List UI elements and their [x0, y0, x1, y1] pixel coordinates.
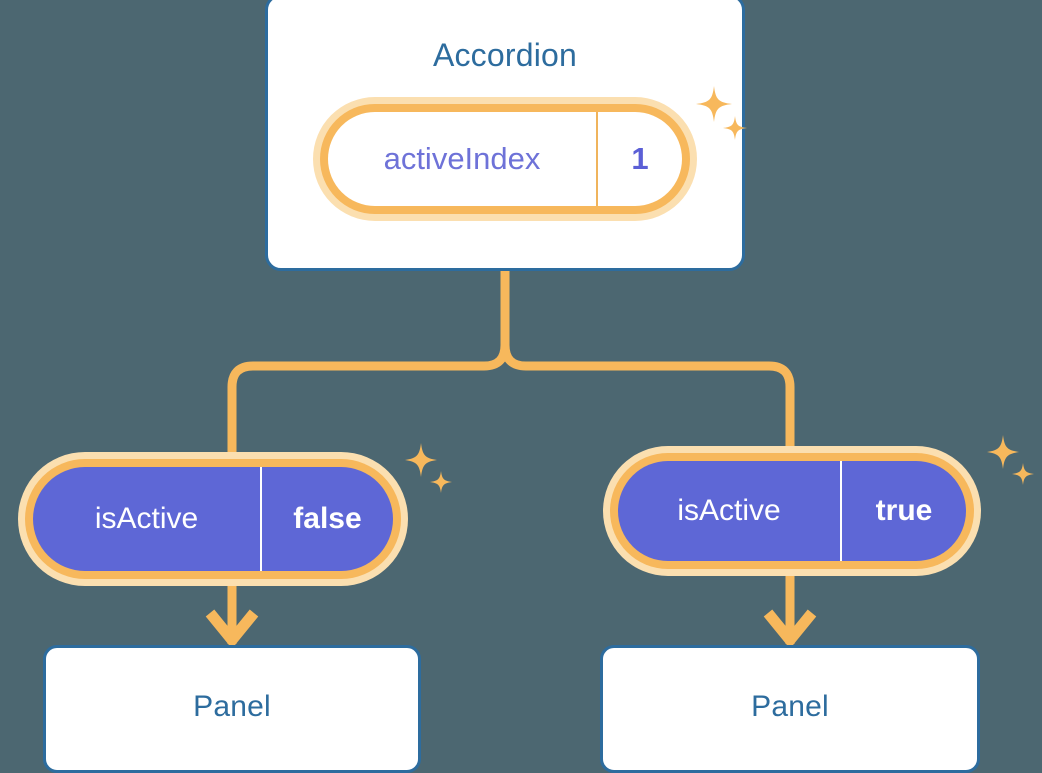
panel-card-right[interactable]: Panel [600, 645, 980, 773]
panel-card-left[interactable]: Panel [43, 645, 421, 773]
prop-pill-isactive-true[interactable]: isActive true [603, 446, 981, 576]
sparkle-small [430, 471, 452, 493]
sparkle-large [405, 443, 437, 477]
page-title: Accordion [432, 37, 578, 73]
prop-value-label: false [293, 502, 362, 535]
sparkle-large [987, 435, 1019, 469]
connector-branch-left [227, 340, 510, 460]
arrow-down-icon-right [763, 609, 817, 649]
state-pill-activeindex[interactable]: activeIndex 1 [313, 97, 697, 221]
pill-body: isActive true [618, 461, 966, 561]
pill-body: isActive false [33, 467, 393, 571]
prop-key-label: isActive [33, 467, 262, 571]
connector-branch-right [500, 340, 795, 455]
prop-value-label: true [875, 494, 933, 527]
prop-key-label: isActive [618, 461, 842, 561]
prop-pill-isactive-false[interactable]: isActive false [18, 452, 408, 586]
state-value-label: 1 [631, 141, 649, 176]
arrow-down-icon-left [205, 609, 259, 649]
sparkle-icon [980, 432, 1038, 490]
state-key-label: activeIndex [328, 112, 598, 206]
sparkle-small [1012, 463, 1034, 485]
panel-title: Panel [751, 690, 829, 723]
panel-title: Panel [193, 690, 271, 723]
pill-body: activeIndex 1 [328, 112, 682, 206]
